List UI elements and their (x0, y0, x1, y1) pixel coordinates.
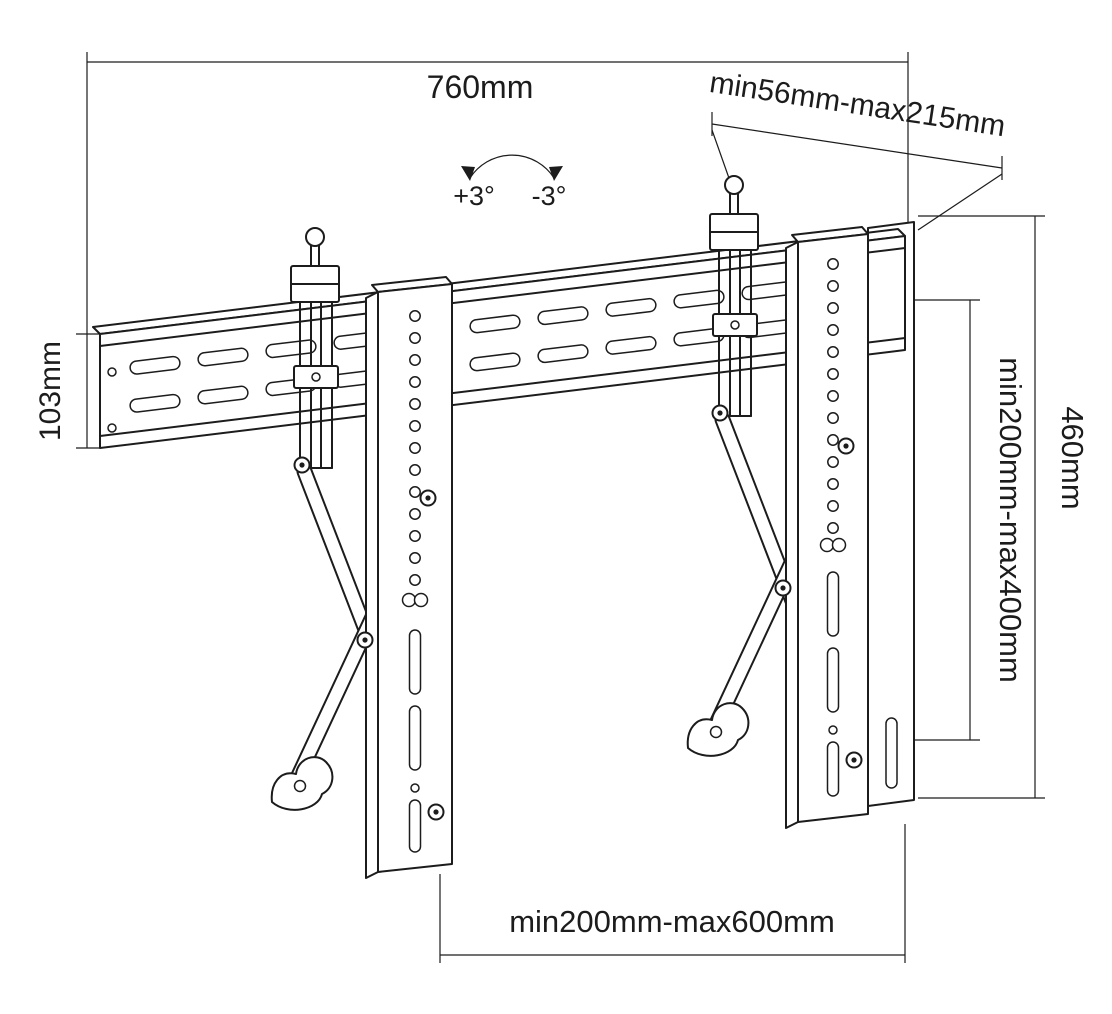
pivot-screws (293, 404, 863, 821)
tilt-arrow-left (461, 166, 475, 181)
right-bracket-holes (827, 258, 839, 534)
label-horizontal-range: min200mm-max600mm (509, 904, 835, 939)
label-tilt-negative: -3° (532, 181, 567, 211)
right-vesa-bracket (785, 226, 869, 829)
left-vesa-bracket (365, 276, 453, 879)
left-thumbscrew-knob (305, 227, 325, 247)
tilt-arrow-right (549, 166, 563, 181)
label-rail-height: 103mm (34, 341, 67, 441)
left-hook-assembly (290, 227, 340, 469)
right-hook-assembly (709, 175, 759, 417)
label-tilt-positive: +3° (453, 181, 495, 211)
label-vertical-adjust-range: min200mm-max400mm (993, 357, 1028, 683)
dimension-labels: 760mm min56mm-max215mm +3° -3° 103mm min… (34, 66, 1090, 939)
tilt-angle-indicator (461, 154, 563, 181)
label-plate-height: 460mm (1055, 406, 1090, 509)
label-overall-width: 760mm (427, 69, 534, 105)
left-bracket-holes (409, 310, 421, 586)
right-thumbscrew-knob (724, 175, 744, 195)
label-depth-range: min56mm-max215mm (707, 66, 1007, 143)
wall-rail (92, 228, 906, 449)
wall-plate (867, 221, 915, 807)
